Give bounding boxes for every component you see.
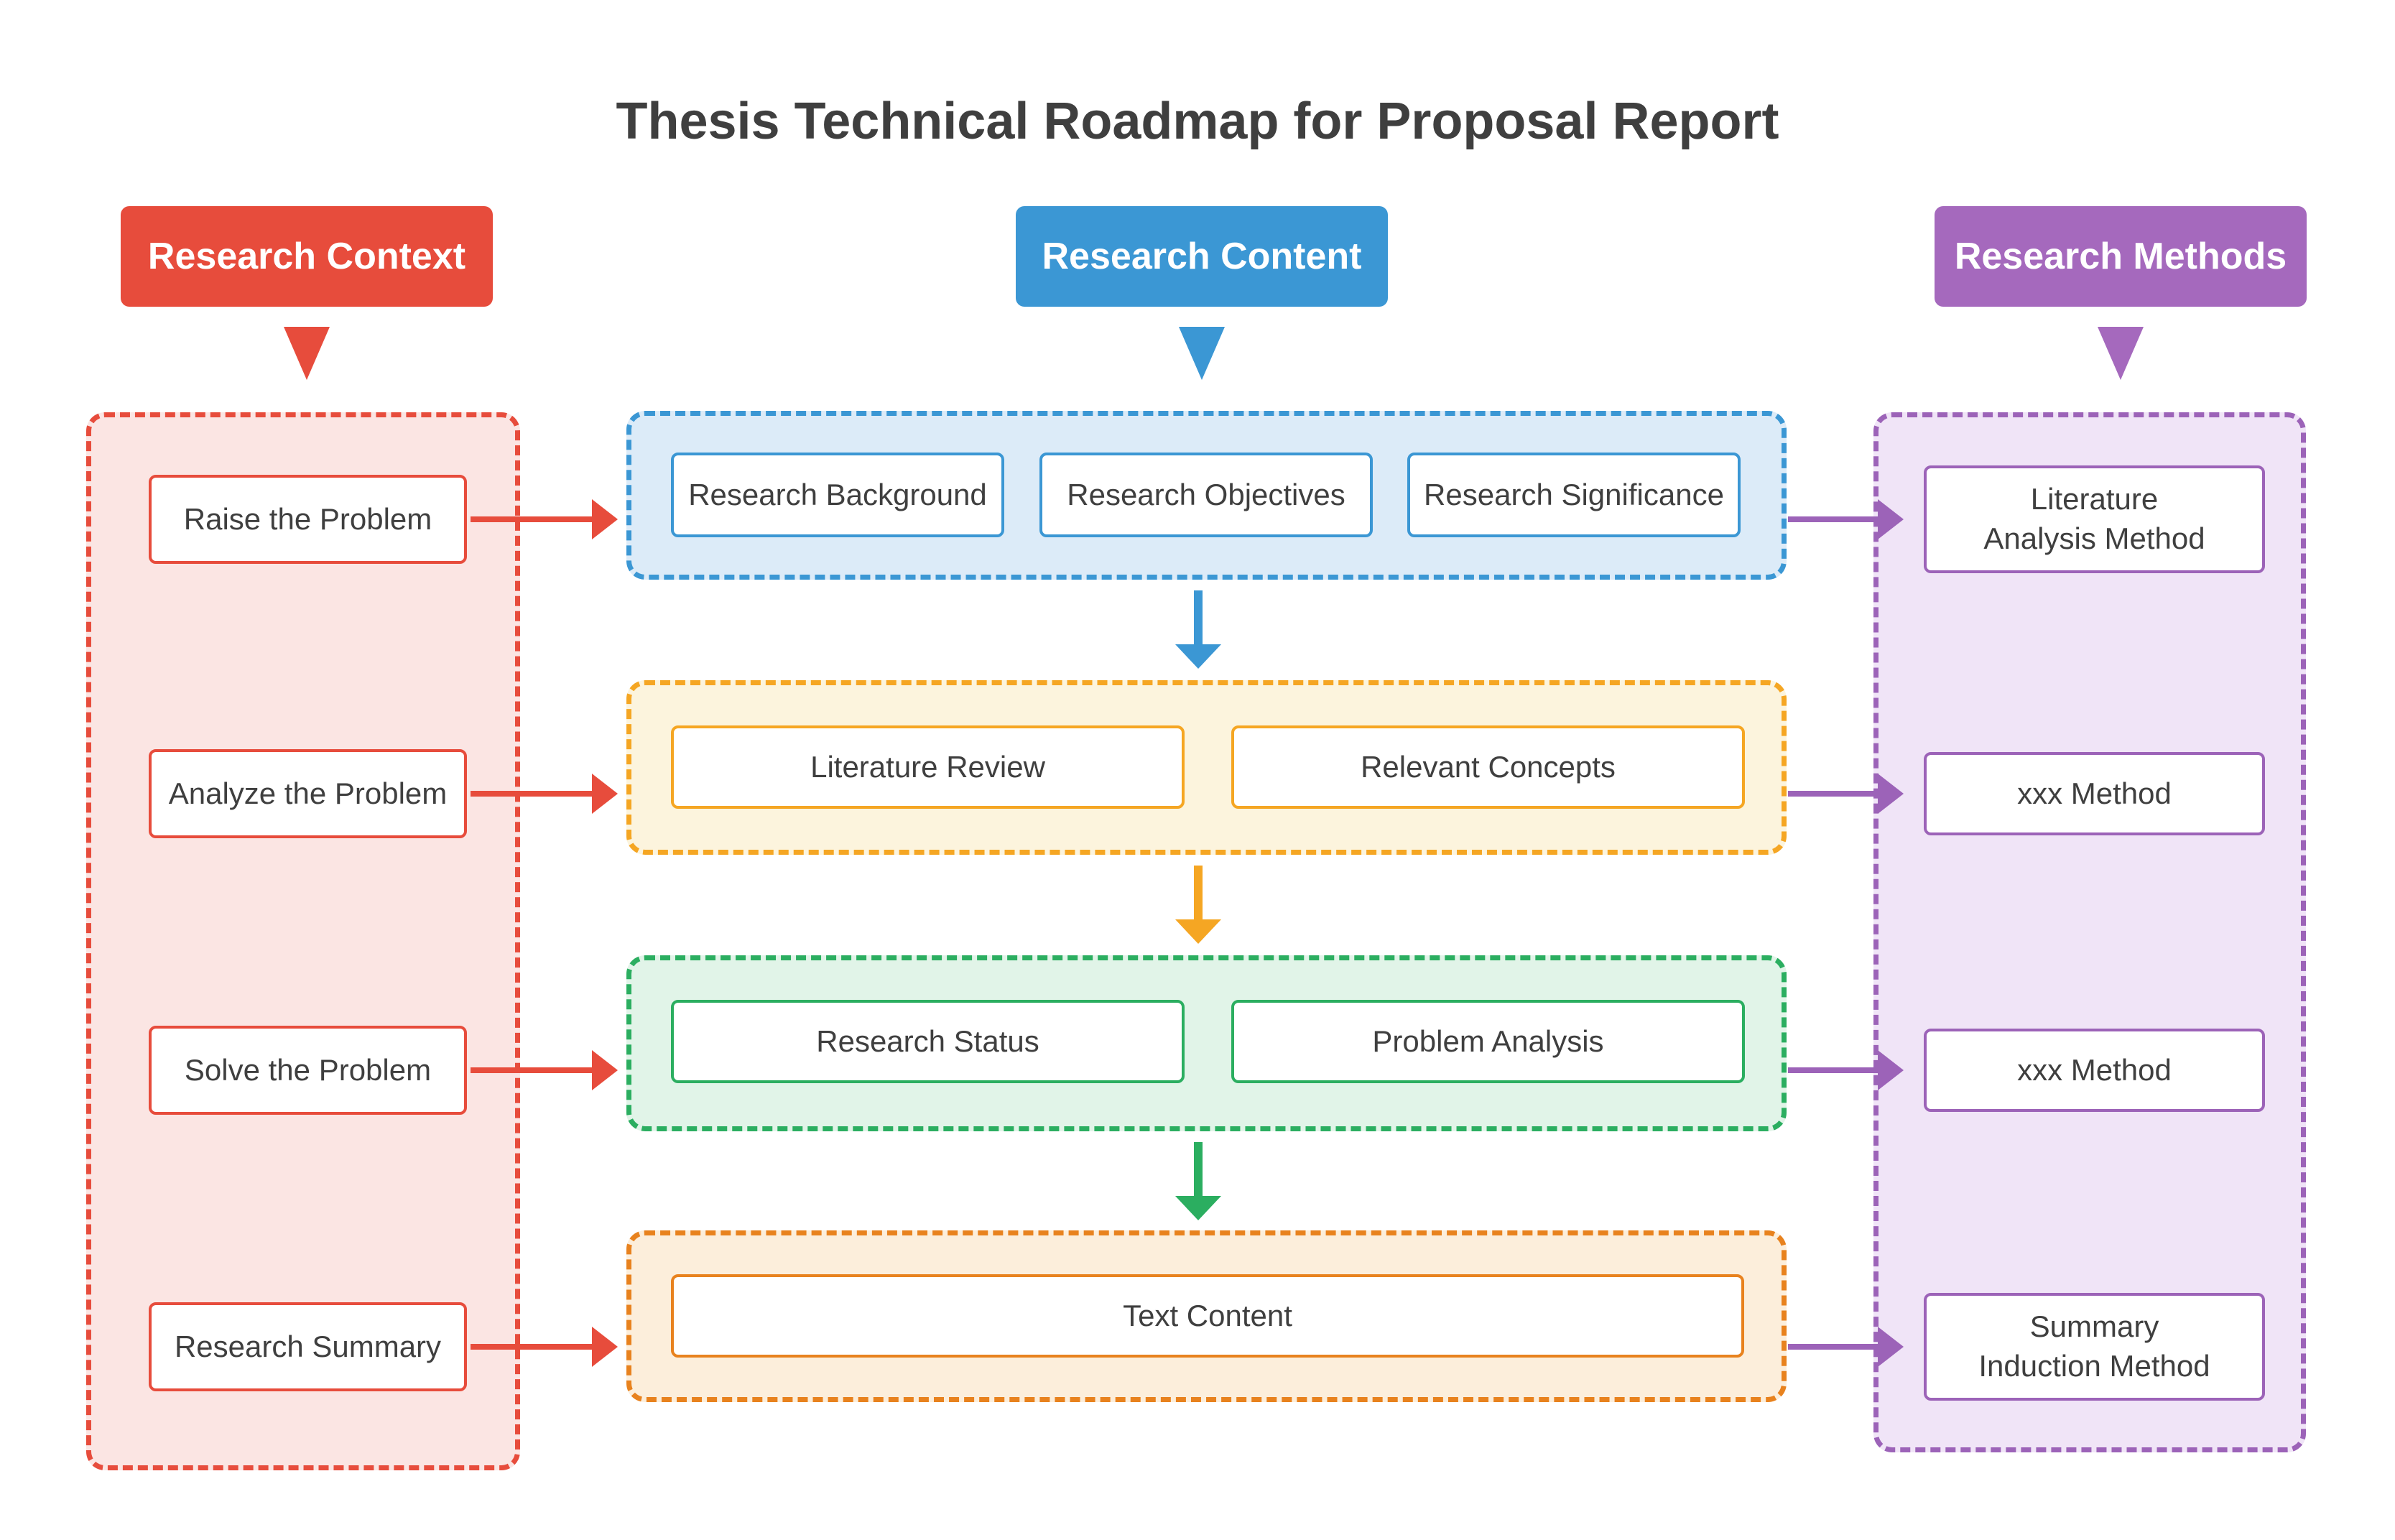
triangle-down-icon [1179,327,1225,380]
node-research-significance: Research Significance [1407,453,1741,537]
arrow-right-icon [471,774,618,814]
arrow-right-icon [471,1050,618,1090]
node-research-objectives: Research Objectives [1039,453,1373,537]
node-research-summary: Research Summary [149,1302,467,1391]
arrow-right-icon [1788,499,1904,539]
node-literature-analysis-method: Literature Analysis Method [1924,465,2265,573]
node-literature-review: Literature Review [671,725,1185,809]
research-methods-panel [1873,412,2306,1452]
node-solve-the-problem: Solve the Problem [149,1026,467,1115]
node-research-status: Research Status [671,1000,1185,1083]
triangle-down-icon [2098,327,2144,380]
header-research-content: Research Content [1016,206,1388,307]
node-xxx-method-1: xxx Method [1924,752,2265,835]
node-research-background: Research Background [671,453,1004,537]
node-text-content: Text Content [671,1274,1744,1358]
page-title: Thesis Technical Roadmap for Proposal Re… [616,93,1779,150]
node-relevant-concepts: Relevant Concepts [1231,725,1745,809]
arrow-right-icon [1788,1050,1904,1090]
node-problem-analysis: Problem Analysis [1231,1000,1745,1083]
arrow-right-icon [471,499,618,539]
arrow-right-icon [471,1327,618,1367]
research-context-panel [86,412,520,1470]
arrow-right-icon [1788,774,1904,814]
header-research-methods: Research Methods [1935,206,2307,307]
node-raise-the-problem: Raise the Problem [149,475,467,564]
header-research-context: Research Context [121,206,493,307]
node-summary-induction-method: Summary Induction Method [1924,1293,2265,1401]
node-xxx-method-2: xxx Method [1924,1029,2265,1112]
arrow-right-icon [1788,1327,1904,1367]
node-analyze-the-problem: Analyze the Problem [149,749,467,838]
triangle-down-icon [284,327,330,380]
